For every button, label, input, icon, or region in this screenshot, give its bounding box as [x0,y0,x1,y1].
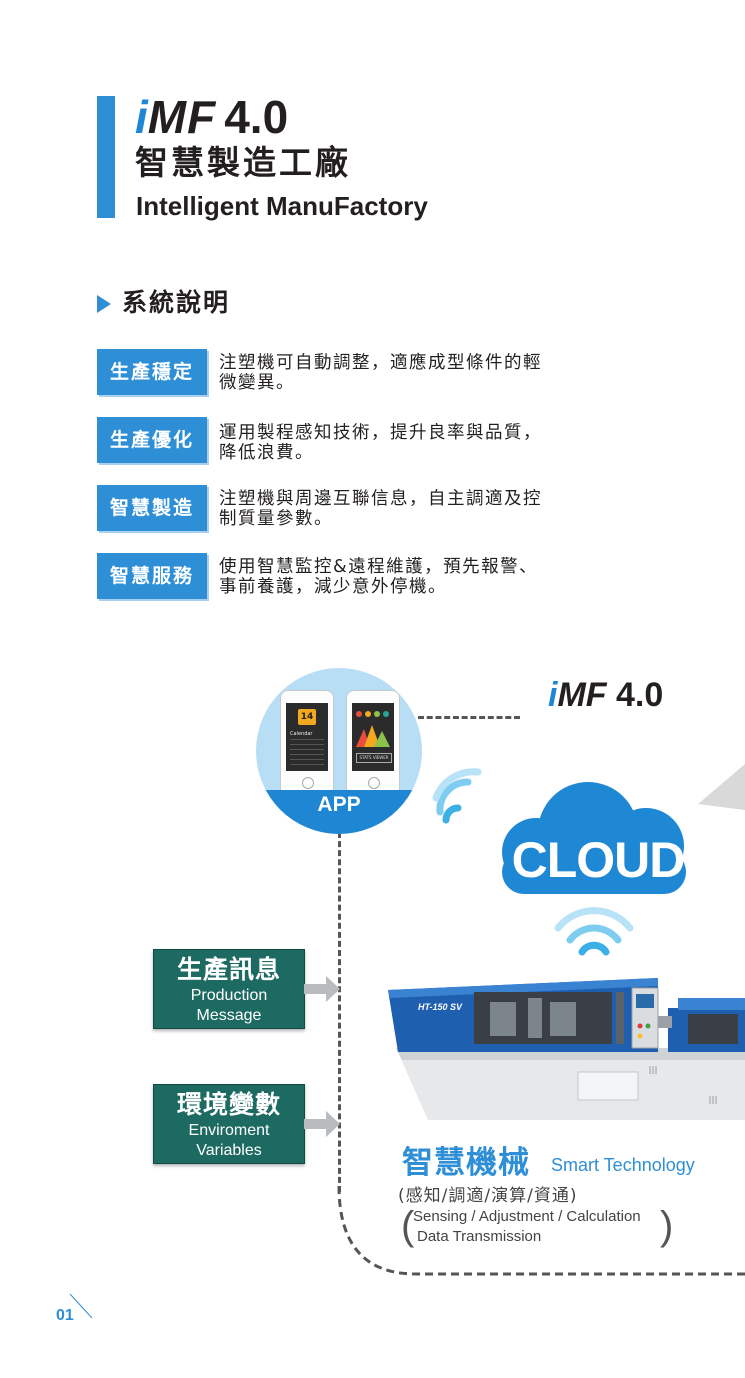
feature-desc-stability: 注塑機可自動調整，適應成型條件的輕 微變異。 [219,353,599,393]
data-transmission-label: Data Transmission [417,1228,542,1245]
logo-mf: MF [557,676,607,714]
paren-right: ) [660,1204,674,1248]
smart-tech-title-cn: 智慧機械 [402,1145,530,1181]
box-title-en: Message [196,1007,262,1024]
logo-i: i [548,676,558,714]
injection-machine-image: HT-150 SV [388,978,745,1120]
box-title-cn: 生產訊息 [176,955,281,984]
feature-desc-manufacture: 注塑機與周邊互聯信息，自主調適及控 制質量參數。 [219,489,599,529]
machine-model-label: HT-150 SV [418,1002,463,1012]
sensing-list-en: Sensing / Adjustment / Calculation [413,1208,641,1225]
connector-app-imf [418,716,520,719]
home-button-icon [368,777,380,789]
box-title-en: Enviroment [188,1122,270,1139]
arrow-right-icon [304,976,340,1002]
phone-screen: STATS VIEWER [352,703,394,771]
title-accent-bar [97,96,115,218]
triangle-right-icon [97,295,111,313]
logo-version: 4.0 [616,676,664,714]
stats-viewer-label: STATS VIEWER [356,753,392,763]
stat-dot [383,711,389,717]
stat-dot [365,711,371,717]
page-number-slash [69,1293,93,1319]
feature-desc-line: 事前養護，減少意外停機。 [219,577,447,597]
calendar-icon: 14 [298,709,316,725]
feature-desc-line: 微變異。 [219,373,295,393]
environment-variables-box: 環境變數 Enviroment Variables [153,1084,305,1164]
phone-stats: STATS VIEWER [346,690,400,796]
production-message-box: 生產訊息 Production Message [153,949,305,1029]
box-title-en: Production [190,987,268,1004]
feature-badge-stability: 生產穩定 [97,349,207,395]
app-circle: 14 Calendar STATS VIEWER APP [256,668,422,834]
paren-left: ( [401,1204,415,1248]
page-number: 01 [56,1307,74,1324]
logo-mf: MF [147,91,217,143]
mountain-chart-icon [356,725,390,747]
wifi-signal-icon [554,907,634,956]
smart-tech-title-en: Smart Technology [551,1155,695,1175]
calendar-grid [290,739,324,765]
logo-i: i [135,91,148,143]
feature-desc-service: 使用智慧監控&遠程維護，預先報警、 事前養護，減少意外停機。 [219,557,599,597]
feature-desc-line: 降低浪費。 [219,443,314,463]
phone-screen: 14 Calendar [286,703,328,771]
page-title-cn: 智慧製造工廠 [135,143,351,182]
feature-desc-line: 制質量參數。 [219,509,333,529]
feature-desc-optimize: 運用製程感知技術，提升良率與品質， 降低浪費。 [219,423,599,463]
stat-dot [374,711,380,717]
cloud-icon [502,782,686,894]
wifi-signal-icon [432,768,482,824]
app-label: APP [256,790,422,834]
logo-version: 4.0 [224,91,289,143]
feature-desc-line: 注塑機與周邊互聯信息，自主調適及控 [219,489,542,509]
imf-logo-small: iMF 4.0 [548,676,663,714]
section-title: 系統說明 [122,288,231,317]
feature-desc-line: 使用智慧監控&遠程維護，預先報警、 [219,557,539,577]
arrow-right-icon [304,1111,340,1137]
feature-desc-line: 注塑機可自動調整，適應成型條件的輕 [219,353,542,373]
cloud-label: CLOUD [511,832,686,888]
stat-dot [356,711,362,717]
pointer-shape [698,764,745,810]
feature-desc-line: 運用製程感知技術，提升良率與品質， [219,423,542,443]
feature-badge-manufacture: 智慧製造 [97,485,207,531]
box-title-cn: 環境變數 [176,1090,281,1119]
feature-badge-optimize: 生產優化 [97,417,207,463]
calendar-label: Calendar [290,731,313,737]
sensing-list-cn: (感知/調適/演算/資通) [398,1186,578,1206]
phone-calendar: 14 Calendar [280,690,334,796]
feature-badge-service: 智慧服務 [97,553,207,599]
box-title-en: Variables [196,1142,262,1159]
page-title-en: Intelligent ManuFactory [136,191,428,221]
connector-vertical [338,832,341,1192]
home-button-icon [302,777,314,789]
